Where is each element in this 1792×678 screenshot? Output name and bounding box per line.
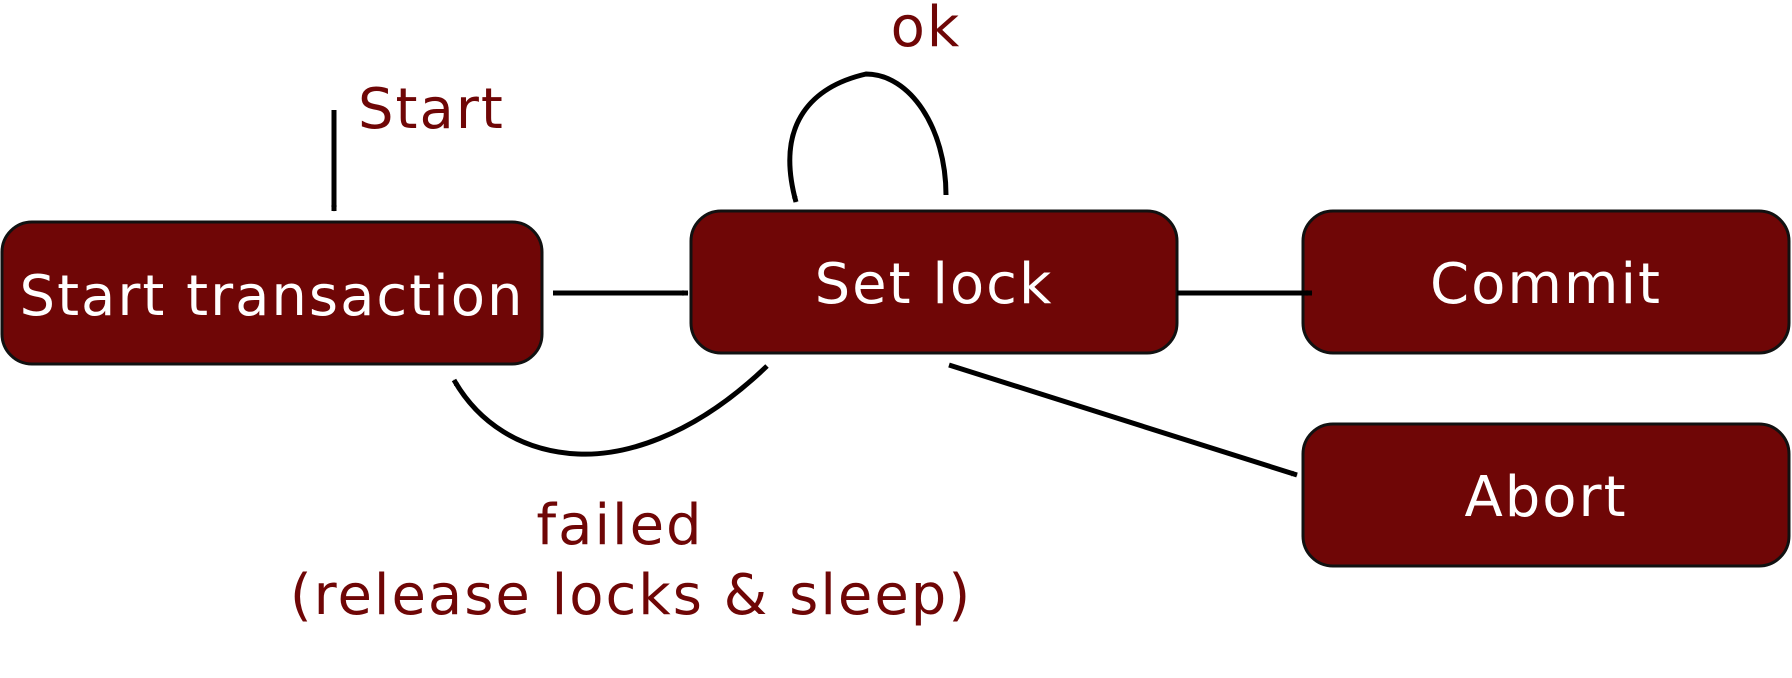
state-abort-label: Abort [1464, 465, 1627, 530]
edge-set-lock-ok-loop [787, 71, 949, 203]
failed-note-label: (release locks & sleep) [290, 563, 972, 628]
state-set-lock-box [689, 209, 1179, 355]
state-set-lock-label: Set lock [815, 252, 1054, 317]
ok-label: ok [891, 0, 962, 60]
state-commit-box [1301, 209, 1791, 355]
state-commit-label: Commit [1430, 252, 1662, 317]
failed-label: failed [536, 493, 703, 558]
state-abort-box [1301, 422, 1791, 568]
start-label: Start [358, 77, 505, 142]
state-start-transaction: Start transaction [0, 220, 544, 366]
state-set-lock: Set lock [689, 209, 1179, 355]
state-abort: Abort [1301, 422, 1791, 568]
state-start-transaction-label: Start transaction [20, 264, 525, 329]
edge-set-lock-to-abort [948, 362, 1298, 478]
state-start-transaction-box [0, 220, 544, 366]
edge-set-lock-failed-to-start-transaction [451, 364, 769, 457]
state-commit: Commit [1301, 209, 1791, 355]
